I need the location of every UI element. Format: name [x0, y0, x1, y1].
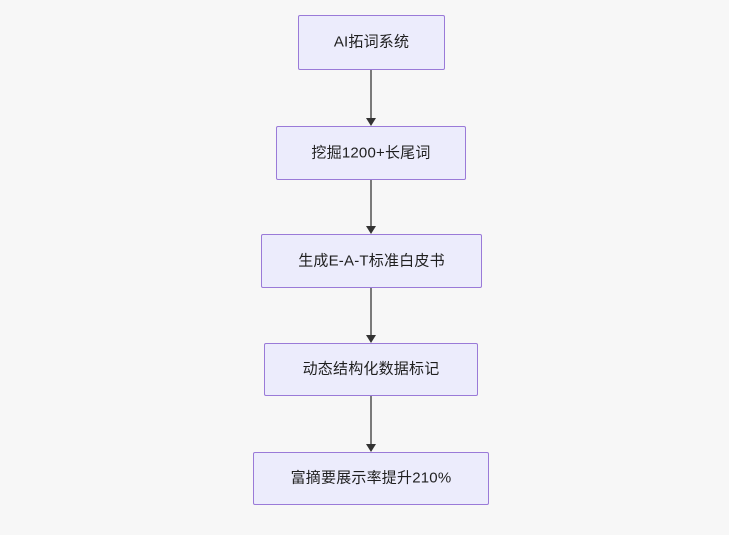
flow-node-dynamic-structured-data-markup[interactable]: 动态结构化数据标记: [264, 343, 478, 396]
flow-node-ai-keyword-system[interactable]: AI拓词系统: [298, 15, 445, 70]
flow-node-label: 富摘要展示率提升210%: [290, 469, 452, 487]
flow-node-mine-longtail-keywords[interactable]: 挖掘1200+长尾词: [276, 126, 466, 180]
flow-node-generate-eat-whitepaper[interactable]: 生成E-A-T标准白皮书: [261, 234, 482, 288]
flow-connector-4: [370, 396, 372, 444]
arrow-down-icon: [366, 335, 376, 343]
flow-node-rich-snippet-impression-lift[interactable]: 富摘要展示率提升210%: [253, 452, 489, 505]
flow-connector-3: [370, 288, 372, 335]
arrow-down-icon: [366, 444, 376, 452]
flow-node-label: 动态结构化数据标记: [302, 360, 440, 378]
flow-node-label: AI拓词系统: [333, 33, 410, 51]
flow-connector-1: [370, 70, 372, 118]
arrow-down-icon: [366, 226, 376, 234]
flow-node-label: 生成E-A-T标准白皮书: [298, 252, 445, 269]
flow-node-label: 挖掘1200+长尾词: [311, 144, 431, 161]
arrow-down-icon: [366, 118, 376, 126]
flow-connector-2: [370, 180, 372, 226]
